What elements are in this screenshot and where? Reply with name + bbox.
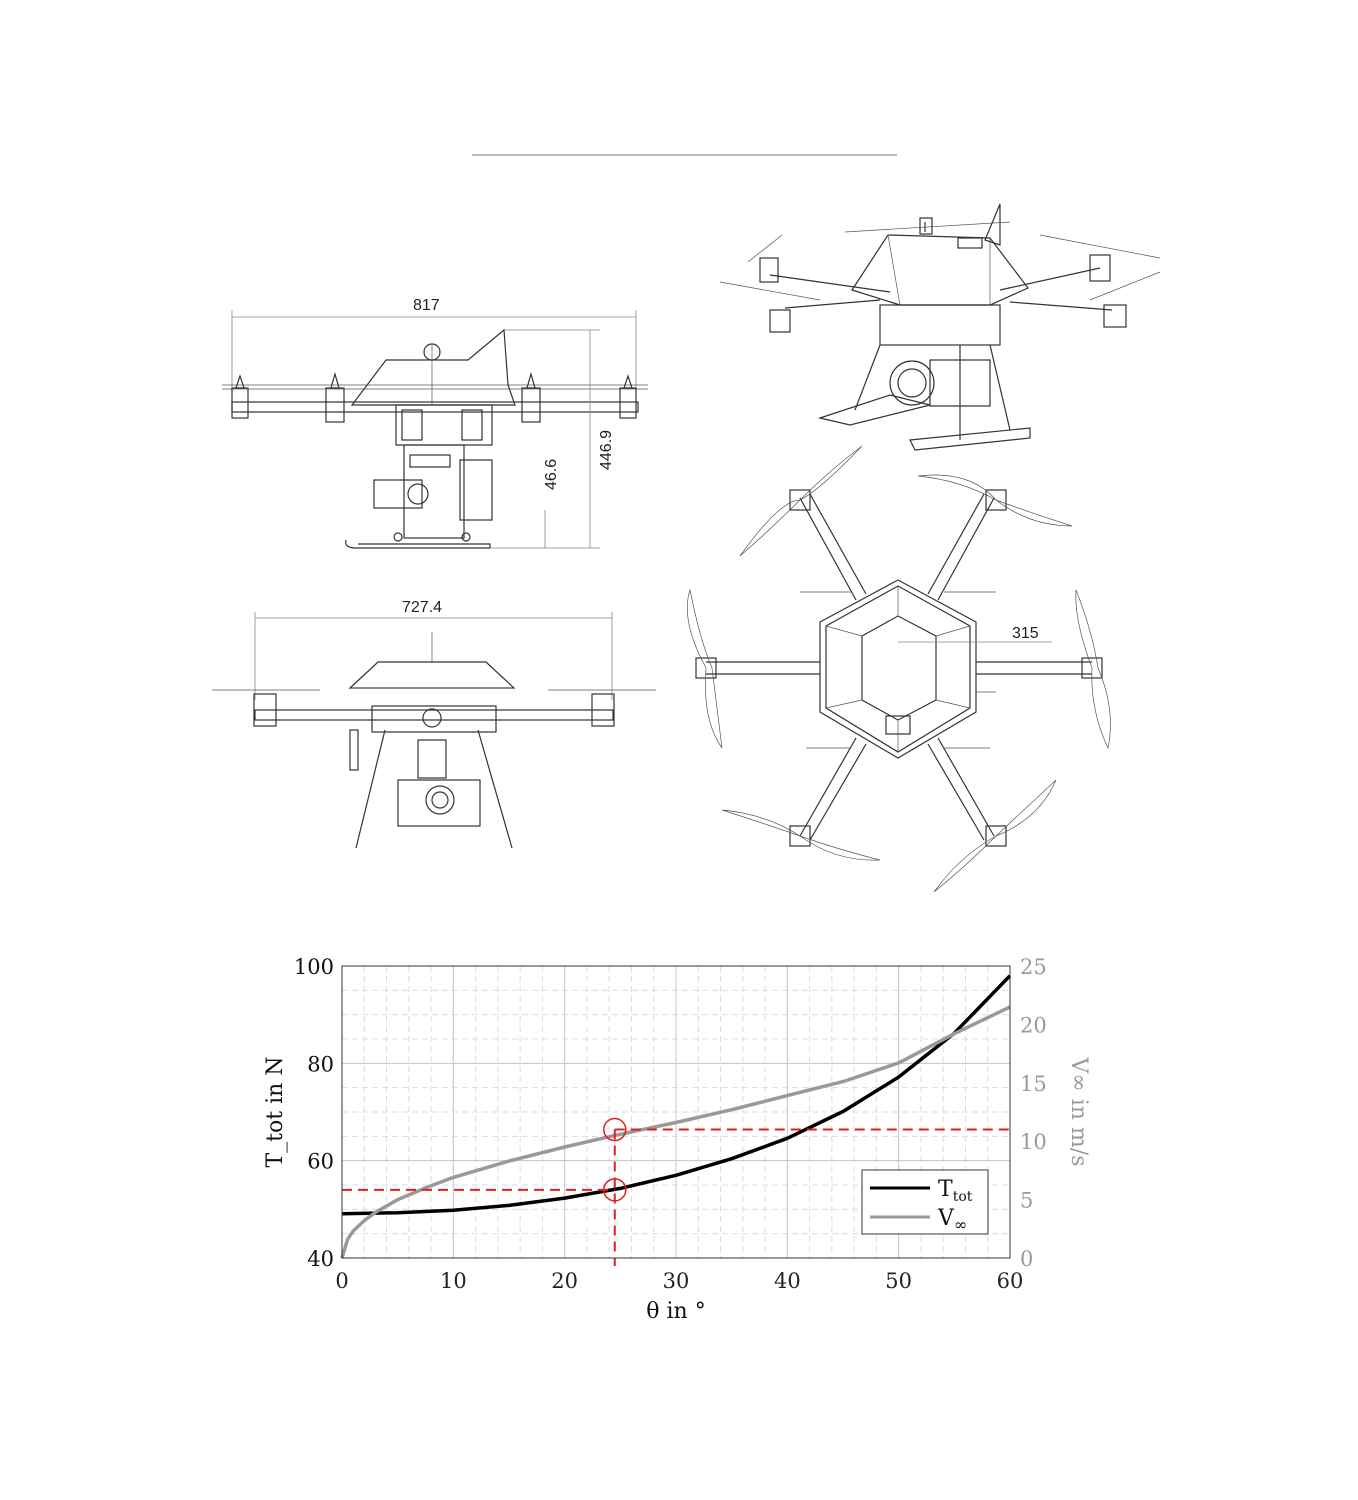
y-right-tick-label: 15 — [1020, 1072, 1047, 1096]
y-axis-right-label: V∞ in m/s — [1066, 1057, 1091, 1167]
x-tick-label: 60 — [997, 1269, 1024, 1293]
dim-side-width: 727.4 — [402, 599, 442, 616]
y-right-tick-label: 5 — [1020, 1189, 1033, 1213]
x-axis-label: θ in ° — [646, 1299, 705, 1324]
front-view: 817 446.9 46.6 — [222, 297, 648, 549]
series-line-v-inf — [340, 1005, 1011, 1259]
chart-series — [340, 974, 1012, 1259]
side-view: 727.4 — [212, 599, 656, 849]
x-tick-label: 20 — [551, 1269, 578, 1293]
y-left-tick-label: 80 — [307, 1052, 334, 1076]
chart-annotations — [342, 1117, 1010, 1266]
y-right-tick-label: 20 — [1020, 1013, 1047, 1037]
dim-ground-clearance: 46.6 — [543, 459, 560, 490]
dim-top-radius: 315 — [1012, 625, 1039, 642]
dim-total-height: 446.9 — [598, 430, 615, 470]
x-tick-label: 0 — [335, 1269, 348, 1293]
y-right-tick-label: 10 — [1020, 1130, 1047, 1154]
x-tick-label: 40 — [774, 1269, 801, 1293]
isometric-view — [719, 203, 1161, 451]
x-tick-label: 10 — [440, 1269, 467, 1293]
y-right-tick-label: 0 — [1020, 1247, 1033, 1271]
chart-grid — [341, 965, 1011, 1259]
y-left-tick-label: 100 — [294, 955, 334, 979]
drone-technical-drawing: 817 446.9 46.6 — [212, 154, 1161, 893]
marker-velocity-circle — [603, 1117, 627, 1142]
x-tick-label: 30 — [663, 1269, 690, 1293]
plot-frame — [341, 965, 1011, 1259]
chart-ticks: 0 10 20 30 40 50 60 40 60 80 100 0 5 10 15 20 25 — [294, 955, 1047, 1293]
top-view: 315 — [686, 445, 1111, 893]
legend-label-t-tot: Ttot — [938, 1177, 973, 1205]
series-line-t-tot — [341, 974, 1012, 1216]
legend-label-v-inf: V∞ — [937, 1206, 967, 1234]
y-right-tick-label: 25 — [1020, 955, 1047, 979]
x-tick-label: 50 — [885, 1269, 912, 1293]
dim-front-width: 817 — [413, 297, 440, 314]
y-left-tick-label: 60 — [307, 1150, 334, 1174]
y-left-tick-label: 40 — [307, 1247, 334, 1271]
chart-legend: Ttot V∞ — [861, 1169, 989, 1235]
y-axis-left-label: T_tot in N — [263, 1056, 288, 1167]
marker-thrust-circle — [603, 1178, 627, 1202]
